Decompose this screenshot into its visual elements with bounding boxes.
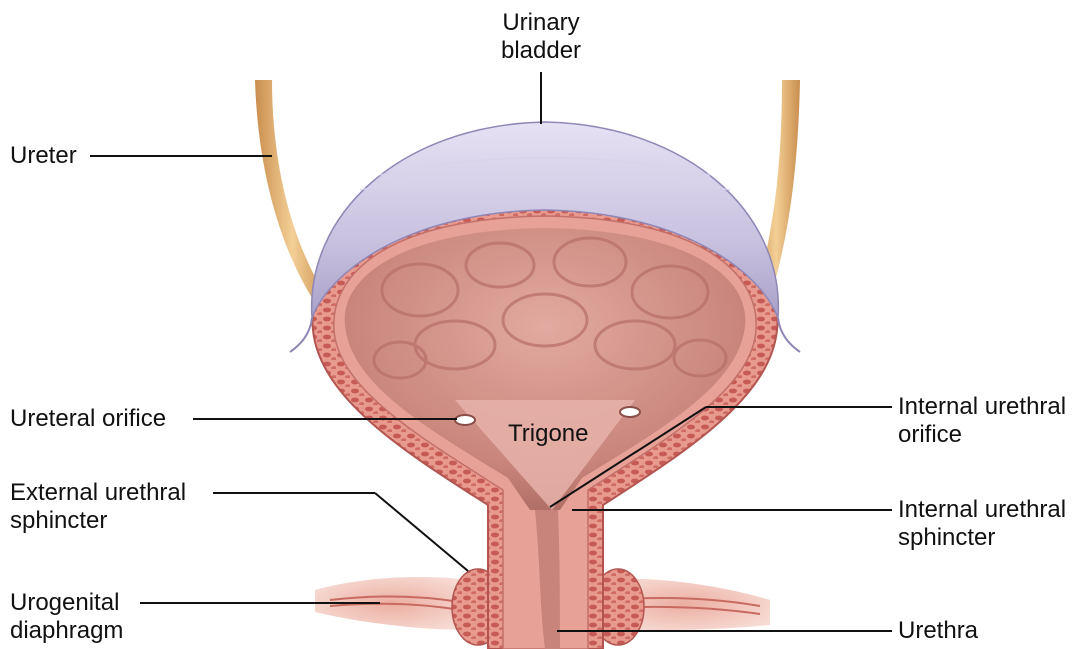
label-urinary-bladder-line1: Urinary bbox=[494, 9, 588, 37]
label-internal-urethral-orifice-line1: Internal urethral bbox=[898, 393, 1066, 421]
label-internal-urethral-sphincter: Internal urethral sphincter bbox=[898, 496, 1066, 552]
label-urinary-bladder-line2: bladder bbox=[494, 37, 588, 65]
leader-external-sphincter-b bbox=[375, 493, 468, 571]
label-internal-urethral-sphincter-line2: sphincter bbox=[898, 524, 1066, 552]
label-ureter: Ureter bbox=[10, 142, 77, 170]
label-external-urethral-sphincter: External urethral sphincter bbox=[10, 479, 186, 535]
label-urogenital-diaphragm: Urogenital diaphragm bbox=[10, 589, 123, 645]
label-trigone: Trigone bbox=[508, 420, 588, 448]
label-external-urethral-sphincter-line2: sphincter bbox=[10, 507, 186, 535]
label-internal-urethral-sphincter-line1: Internal urethral bbox=[898, 496, 1066, 524]
label-urogenital-diaphragm-line1: Urogenital bbox=[10, 589, 123, 617]
label-internal-urethral-orifice-line2: orifice bbox=[898, 421, 1066, 449]
label-internal-urethral-orifice: Internal urethral orifice bbox=[898, 393, 1066, 449]
label-urethra: Urethra bbox=[898, 617, 978, 645]
label-urogenital-diaphragm-line2: diaphragm bbox=[10, 617, 123, 645]
label-external-urethral-sphincter-line1: External urethral bbox=[10, 479, 186, 507]
label-urinary-bladder: Urinary bladder bbox=[494, 9, 588, 65]
label-ureteral-orifice: Ureteral orifice bbox=[10, 405, 166, 433]
